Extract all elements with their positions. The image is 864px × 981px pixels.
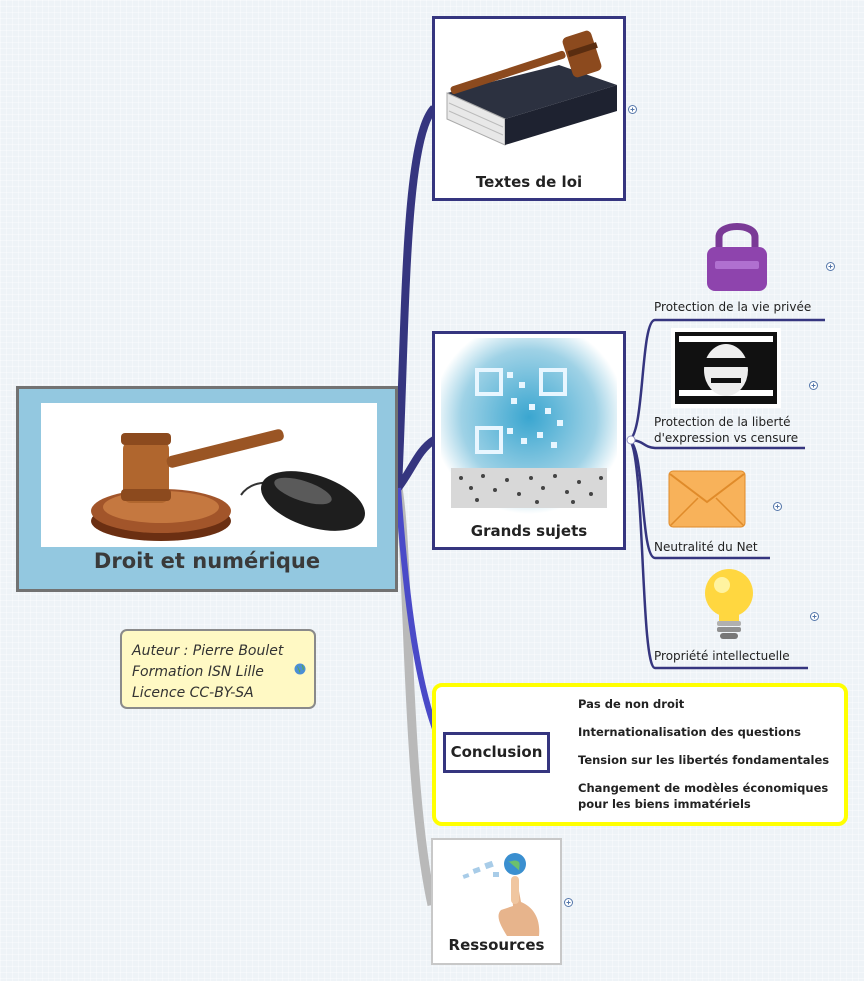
topic-label: Grands sujets: [470, 522, 588, 540]
book-gavel-image: [446, 30, 617, 146]
conclusion-item-3[interactable]: Tension sur les libertés fondamentales: [578, 753, 830, 767]
conclusion-item-4[interactable]: Changement de modèles économiques pour l…: [578, 780, 828, 812]
qr-crowd-image: [441, 338, 617, 514]
central-title: Droit et numérique: [93, 549, 321, 573]
expand-icon[interactable]: [810, 612, 819, 621]
subtopic-liberte-expression[interactable]: Protection de la liberté d'expression vs…: [654, 414, 798, 446]
conclusion-item-2[interactable]: Internationalisation des questions: [578, 725, 802, 739]
author-note[interactable]: Auteur : Pierre Boulet Formation ISN Lil…: [120, 629, 316, 709]
central-topic[interactable]: Droit et numérique: [16, 386, 398, 592]
subtopic-neutralite[interactable]: Neutralité du Net: [654, 540, 758, 554]
expand-icon[interactable]: [809, 381, 818, 390]
branch-grands: [394, 436, 437, 491]
topic-label: Textes de loi: [475, 173, 583, 191]
note-line-formation: Formation ISN Lille: [132, 664, 264, 680]
topic-conclusion[interactable]: Conclusion: [443, 732, 550, 773]
expand-icon[interactable]: [628, 105, 637, 114]
topic-textes-de-loi[interactable]: Textes de loi: [432, 16, 626, 201]
envelope-icon: [668, 470, 746, 528]
conclusion-item-line: Changement de modèles économiques: [578, 781, 829, 795]
topic-ressources[interactable]: Ressources: [431, 838, 562, 965]
branch-textes: [394, 105, 438, 489]
conclusion-item-1[interactable]: Pas de non droit: [578, 697, 685, 711]
padlock-icon: [707, 223, 767, 291]
globe-icon[interactable]: [294, 663, 306, 675]
subtopic-propriete[interactable]: Propriété intellectuelle: [654, 649, 790, 663]
conclusion-highlight-frame: [432, 683, 848, 826]
gavel-mouse-image: [41, 403, 377, 547]
censorship-icon: [671, 328, 781, 408]
topic-grands-sujets[interactable]: Grands sujets: [432, 331, 626, 550]
hand-icon: [462, 853, 540, 936]
subtopic-line: d'expression vs censure: [654, 431, 799, 445]
expand-icon[interactable]: [826, 262, 835, 271]
conclusion-item-line: pour les biens immatériels: [578, 797, 751, 811]
subtopic-vie-privee[interactable]: Protection de la vie privée: [654, 300, 812, 314]
expand-icon[interactable]: [773, 502, 782, 511]
note-line-licence: Licence CC-BY-SA: [132, 685, 254, 701]
topic-label: Ressources: [448, 936, 545, 954]
subtopic-line: Protection de la liberté: [654, 415, 791, 429]
lightbulb-icon: [705, 569, 753, 639]
note-line-author: Auteur : Pierre Boulet: [132, 643, 284, 659]
expand-icon[interactable]: [564, 898, 573, 907]
